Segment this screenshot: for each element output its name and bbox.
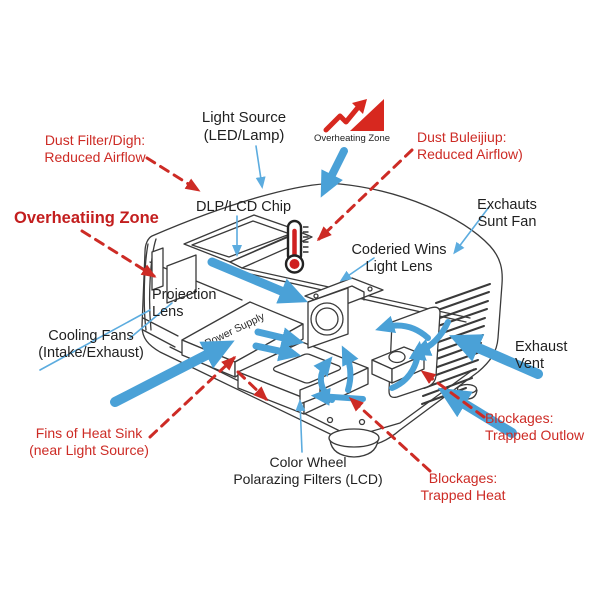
overheating-trend-icon (323, 99, 384, 133)
label-overheating-zone-left: Overheatiing Zone (14, 209, 159, 227)
label-light-lens: Coderied Wins Light Lens (351, 242, 447, 276)
label-overheating-badge: Overheating Zone (313, 133, 391, 144)
exhaust-fan-leader (453, 206, 490, 255)
airflow-arrows (110, 147, 543, 438)
label-cooling-fans: Cooling Fans (Intake/Exhaust) (38, 328, 144, 362)
thermometer-icon (284, 219, 309, 274)
dust-right-arrow (316, 148, 414, 242)
intake-arrow (110, 340, 235, 407)
label-fins-heat-sink: Fins of Heat Sink (near Light Source) (29, 425, 149, 458)
leader-lines (39, 145, 490, 453)
label-dust-filter-right: Dust Buleijiup: Reduced Airflow) (417, 129, 523, 162)
label-exhaust-vent: Exhaust Vent (515, 339, 568, 373)
light-source-leader (255, 145, 266, 189)
overheat-left-arrow (80, 229, 157, 278)
badge-arrow (320, 147, 348, 198)
label-dlp-lcd-chip: DLP/LCD Chip (196, 199, 292, 215)
label-blockages-outflow: Blockages: Trapped Outlow (485, 410, 585, 443)
color-wheel-leader (295, 399, 306, 453)
left-long-leader (39, 309, 151, 371)
label-color-wheel: Color Wheel Polarazing Filters (LCD) (233, 454, 383, 487)
label-projection-lens: Projection Lens (152, 287, 217, 321)
lens-assembly (304, 277, 384, 349)
fins-arrow (148, 355, 237, 439)
label-light-source: Light Source (LED/Lamp) (201, 109, 287, 144)
light-lens-leader (339, 257, 375, 282)
label-blockages-heat: Blockages: Trapped Heat (420, 470, 506, 503)
blockage-outflow-arrow (420, 370, 486, 419)
label-dust-filter-left: Dust Filter/Digh: Reduced Airflow (44, 132, 146, 165)
exhaust-arrow-upper (448, 334, 543, 379)
label-exhaust-fan: Exchauts Sunt Fan (477, 197, 537, 231)
warning-arrows (80, 148, 486, 473)
cooling-fans-leader (129, 302, 173, 339)
blockage-heat-arrow (348, 396, 432, 473)
interior-warning-arrow (236, 370, 269, 402)
dust-left-arrow (145, 156, 201, 192)
